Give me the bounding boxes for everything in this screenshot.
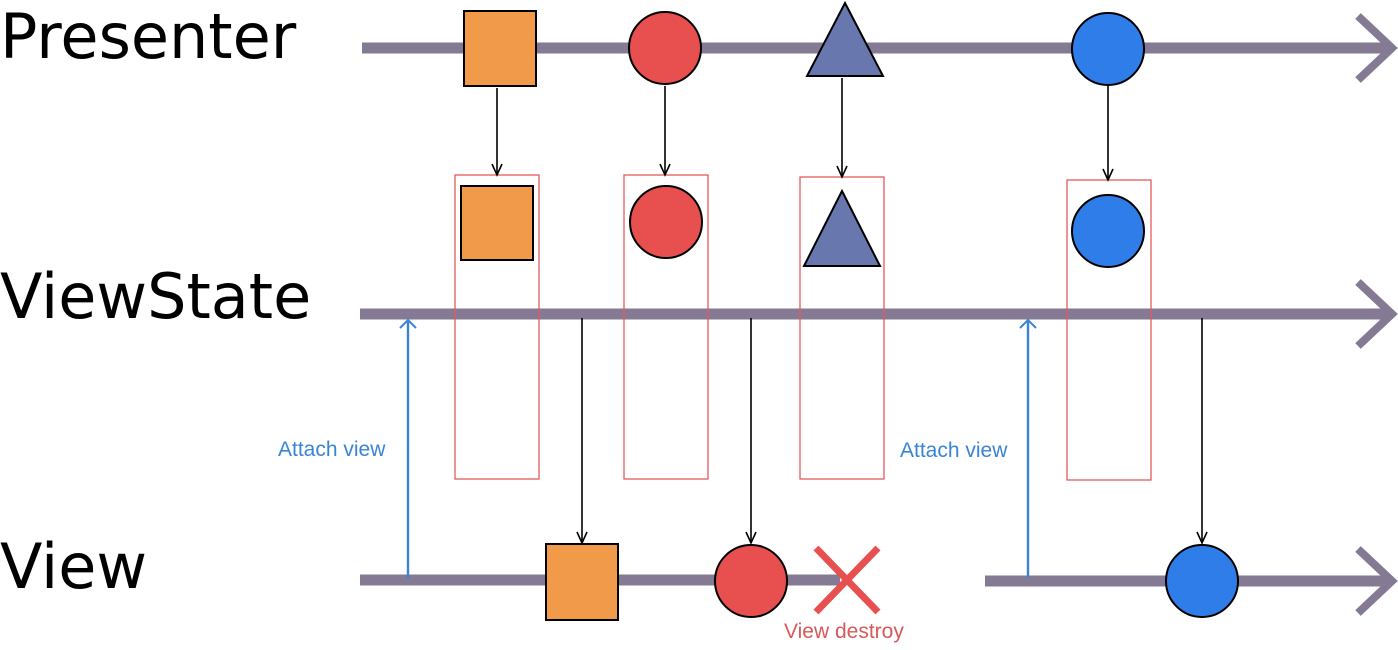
viewstate-marble-blue-circle — [1071, 194, 1145, 268]
lane-label-presenter: Presenter — [0, 0, 297, 73]
arrowhead-icon — [1355, 279, 1398, 349]
x-mark-icon — [813, 545, 881, 615]
attach-view-label: Attach view — [278, 438, 386, 461]
arrowhead-icon — [1355, 13, 1398, 83]
lane-label-view: View — [0, 530, 147, 603]
view-marble-orange-square — [545, 543, 619, 621]
presenter-marble-orange-square — [463, 10, 537, 87]
view-marble-blue-circle — [1165, 544, 1239, 618]
viewstate-marble-orange-square — [460, 185, 534, 261]
viewstate-timeline — [360, 279, 1398, 349]
viewstate-marble-purple-triangle — [802, 188, 882, 267]
attach-view-label: Attach view — [900, 439, 1008, 462]
arrowhead-icon — [1355, 546, 1398, 616]
view-marble-red-circle — [714, 544, 788, 618]
view-destroy-label: View destroy — [784, 620, 904, 643]
presenter-marble-purple-triangle — [805, 0, 885, 77]
viewstate-marble-red-circle — [629, 185, 703, 259]
presenter-marble-red-circle — [628, 11, 702, 85]
presenter-marble-blue-circle — [1071, 12, 1145, 86]
lane-label-viewstate: ViewState — [0, 260, 311, 333]
